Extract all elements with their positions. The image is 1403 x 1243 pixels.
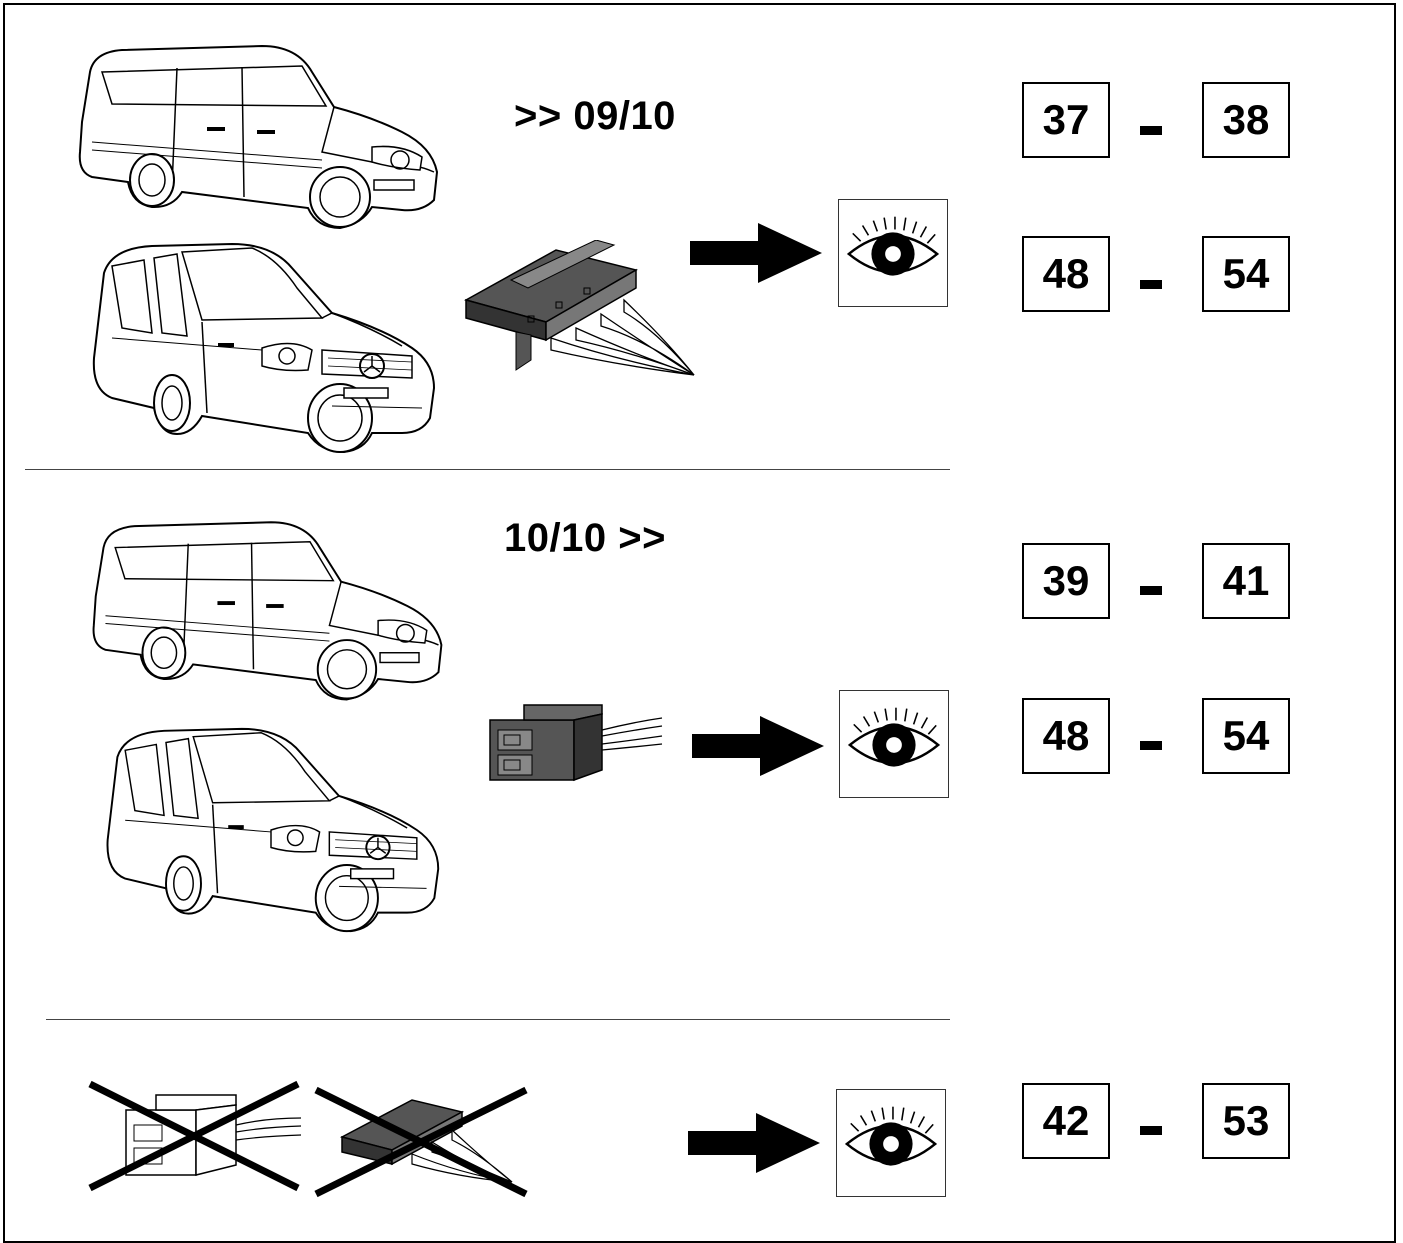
range-dash bbox=[1140, 1126, 1162, 1135]
right-arrow-icon bbox=[690, 223, 822, 283]
page-ref-from: 48 bbox=[1022, 698, 1110, 774]
date-label-from: 10/10 >> bbox=[504, 516, 666, 560]
eye-icon bbox=[839, 690, 949, 798]
connector-flat-illustration bbox=[464, 240, 695, 376]
page-ref-from: 48 bbox=[1022, 236, 1110, 312]
range-dash bbox=[1140, 280, 1162, 289]
page-ref-from: 42 bbox=[1022, 1083, 1110, 1159]
eye-icon bbox=[838, 199, 948, 307]
page-ref-from: 37 bbox=[1022, 82, 1110, 158]
page-ref-to: 54 bbox=[1202, 236, 1290, 312]
range-dash bbox=[1140, 126, 1162, 135]
van-long-illustration bbox=[92, 243, 436, 453]
right-arrow-icon bbox=[688, 1113, 820, 1173]
connector-block-illustration bbox=[489, 704, 663, 782]
page-ref-to: 38 bbox=[1202, 82, 1290, 158]
range-dash bbox=[1140, 741, 1162, 750]
date-label-until: >> 09/10 bbox=[514, 94, 676, 138]
van-long-illustration bbox=[106, 727, 440, 933]
page-ref-from: 39 bbox=[1022, 543, 1110, 619]
connector-block-crossed-out-icon bbox=[88, 1080, 302, 1192]
eye-icon bbox=[836, 1089, 946, 1197]
section-divider bbox=[46, 1019, 950, 1020]
page-ref-to: 54 bbox=[1202, 698, 1290, 774]
van-compact-illustration bbox=[78, 45, 438, 229]
range-dash bbox=[1140, 586, 1162, 595]
page-ref-to: 41 bbox=[1202, 543, 1290, 619]
page-ref-to: 53 bbox=[1202, 1083, 1290, 1159]
section-divider bbox=[25, 469, 950, 470]
right-arrow-icon bbox=[692, 716, 824, 776]
van-compact-illustration bbox=[92, 521, 443, 701]
connector-flat-crossed-out-icon bbox=[314, 1086, 528, 1198]
